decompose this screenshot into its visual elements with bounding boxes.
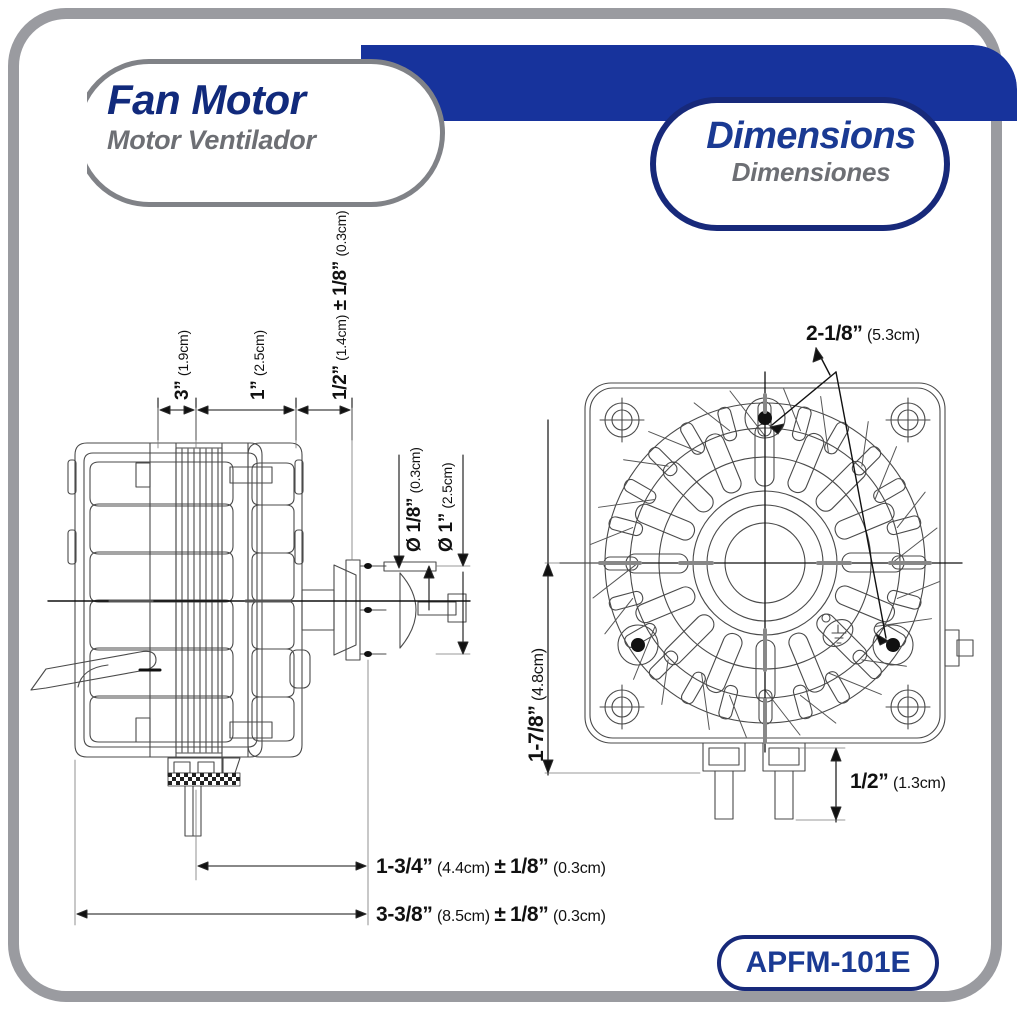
section-title-es: Dimensiones (731, 157, 891, 187)
dimensions-pill: Dimensions Dimensiones (650, 97, 950, 231)
dim-tolerance-sign: ± (494, 855, 506, 878)
dim-side-seg-a: 3” (1.9cm) (172, 330, 194, 400)
dim-side-depth-overall: 3-3/8” (8.5cm) ± 1/8” (0.3cm) (376, 903, 606, 927)
dim-value: 3-3/8” (376, 903, 433, 926)
dim-metric: (4.4cm) (437, 860, 490, 877)
dim-tolerance: 1/8” (330, 261, 351, 296)
dim-metric: (2.5cm) (251, 330, 267, 377)
dim-tolerance-metric: (0.3cm) (552, 908, 606, 925)
dim-metric: (2.5cm) (439, 462, 455, 509)
dim-value: 2-1/8” (806, 322, 863, 345)
dim-tolerance-sign: ± (494, 903, 506, 926)
model-number-badge: APFM-101E (717, 935, 939, 991)
dim-tolerance-metric: (0.3cm) (333, 210, 349, 257)
ground-symbol (821, 613, 854, 647)
dim-metric: (5.3cm) (867, 327, 920, 344)
dim-shaft-dia-small: Ø 1/8” (0.3cm) (404, 447, 426, 552)
fan-blade-lines (590, 388, 940, 738)
dim-metric: (0.3cm) (407, 447, 423, 494)
title-pill-left-mask (45, 53, 87, 213)
side-view-gasket (167, 772, 241, 787)
dim-front-tab-depth: 1/2” (1.3cm) (850, 770, 946, 794)
side-view-motor (30, 442, 467, 837)
dim-front-mount-hole-spacing: 2-1/8” (5.3cm) (806, 322, 920, 346)
side-view-top-dim-arrows (159, 405, 351, 415)
page-title-en: Fan Motor (107, 76, 306, 123)
dim-shaft-dia-large: Ø 1” (2.5cm) (436, 463, 458, 552)
dim-value: 1/2” (330, 365, 351, 400)
corner-boss (599, 684, 645, 730)
mount-hole (617, 624, 659, 666)
dim-value: Ø 1” (436, 513, 457, 552)
dim-side-seg-c: 1/2” (1.4cm) ± 1/8” (0.3cm) (330, 210, 352, 400)
dim-tolerance-metric: (0.3cm) (552, 860, 606, 877)
dim-side-seg-b: 1” (2.5cm) (248, 330, 270, 400)
dim-value: 3” (172, 380, 193, 400)
mount-hole (872, 624, 914, 666)
front-view-height-dim (544, 419, 701, 776)
dim-value: 1-7/8” (525, 705, 548, 762)
side-view-top-dim-lines (157, 397, 353, 561)
dim-value: Ø 1/8” (404, 497, 425, 552)
dim-metric: (4.8cm) (530, 648, 547, 701)
section-title-en: Dimensions (706, 115, 916, 157)
corner-boss (885, 397, 931, 443)
dim-side-depth-inner: 1-3/4” (4.4cm) ± 1/8” (0.3cm) (376, 855, 606, 879)
dim-metric: (1.3cm) (892, 775, 946, 792)
dim-metric: (1.9cm) (175, 330, 191, 377)
side-view-bottom-dim (74, 659, 369, 926)
dim-front-height: 1-7/8” (4.8cm) (525, 648, 549, 762)
dim-metric: (8.5cm) (437, 908, 490, 925)
dim-value: 1/2” (850, 770, 889, 793)
dim-value: 1-3/4” (376, 855, 433, 878)
dim-tolerance: 1/8” (510, 855, 549, 878)
dim-tolerance: 1/8” (510, 903, 549, 926)
model-number-text: APFM-101E (745, 946, 911, 979)
corner-boss (599, 397, 645, 443)
dim-metric: (1.4cm) (333, 314, 349, 361)
front-view-motor (584, 382, 974, 820)
shaft-dia-arrows (398, 454, 471, 655)
title-block: Fan Motor Motor Ventilador (107, 79, 467, 154)
dimensions-title-block: Dimensions Dimensiones (676, 117, 946, 185)
page-title-es: Motor Ventilador (107, 125, 316, 155)
corner-boss (885, 684, 931, 730)
dim-tolerance-sign: ± (330, 300, 351, 311)
dim-value: 1” (248, 380, 269, 400)
